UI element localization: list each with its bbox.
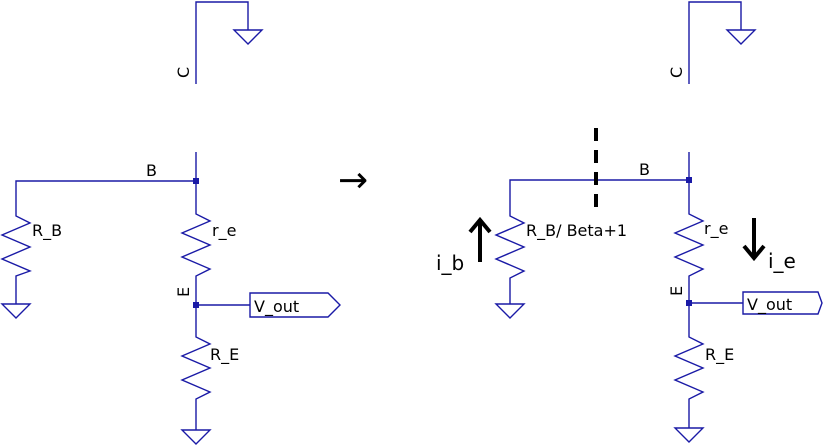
right-circuit: C B R_B/ Beta+1 i_b r_e i_e E V_out R_E	[436, 1, 823, 443]
ie-arrow-icon	[742, 244, 766, 262]
left-rb-resistor-icon	[0, 208, 32, 304]
left-rb-label: R_B	[32, 221, 62, 241]
right-base-label: B	[639, 160, 650, 179]
left-rb-ground-icon	[0, 303, 32, 319]
right-collector-ground-icon	[725, 29, 757, 45]
transform-arrow-icon: →	[338, 160, 368, 201]
left-base-wire	[15, 152, 197, 208]
left-re-label: R_E	[210, 345, 239, 365]
ie-label: i_e	[768, 249, 796, 273]
right-base-wire	[509, 152, 690, 208]
right-re-small-label: r_e	[704, 219, 728, 239]
right-rb-ground-icon	[494, 303, 526, 319]
left-emitter-label: E	[174, 287, 193, 297]
right-output-port	[742, 291, 823, 315]
left-base-label: B	[146, 161, 157, 180]
right-base-node	[686, 177, 692, 183]
right-re-small-resistor-icon	[673, 183, 705, 303]
left-collector-wire	[195, 1, 249, 84]
right-collector-label: C	[667, 67, 686, 78]
left-base-node	[193, 178, 199, 184]
right-re-ground-icon	[673, 427, 705, 443]
left-re-small-label: r_e	[212, 221, 236, 241]
right-output-label: V_out	[747, 295, 792, 315]
right-collector-wire	[688, 1, 742, 84]
right-emitter-label: E	[667, 286, 686, 296]
left-re-ground-icon	[180, 429, 212, 445]
ib-arrow-icon	[468, 216, 492, 234]
left-collector-ground-icon	[232, 29, 264, 45]
ib-label: i_b	[436, 251, 464, 275]
left-re-resistor-icon	[180, 305, 212, 430]
left-re-small-resistor-icon	[180, 184, 212, 305]
left-output-port	[249, 292, 341, 318]
left-output-label: V_out	[254, 297, 299, 317]
right-rb-label: R_B/ Beta+1	[526, 221, 627, 241]
right-re-resistor-icon	[673, 303, 705, 428]
right-re-label: R_E	[705, 345, 734, 365]
left-collector-label: C	[174, 67, 193, 78]
right-rb-resistor-icon	[494, 208, 526, 304]
left-circuit: C B R_B r_e E V_out R_E	[0, 1, 341, 445]
